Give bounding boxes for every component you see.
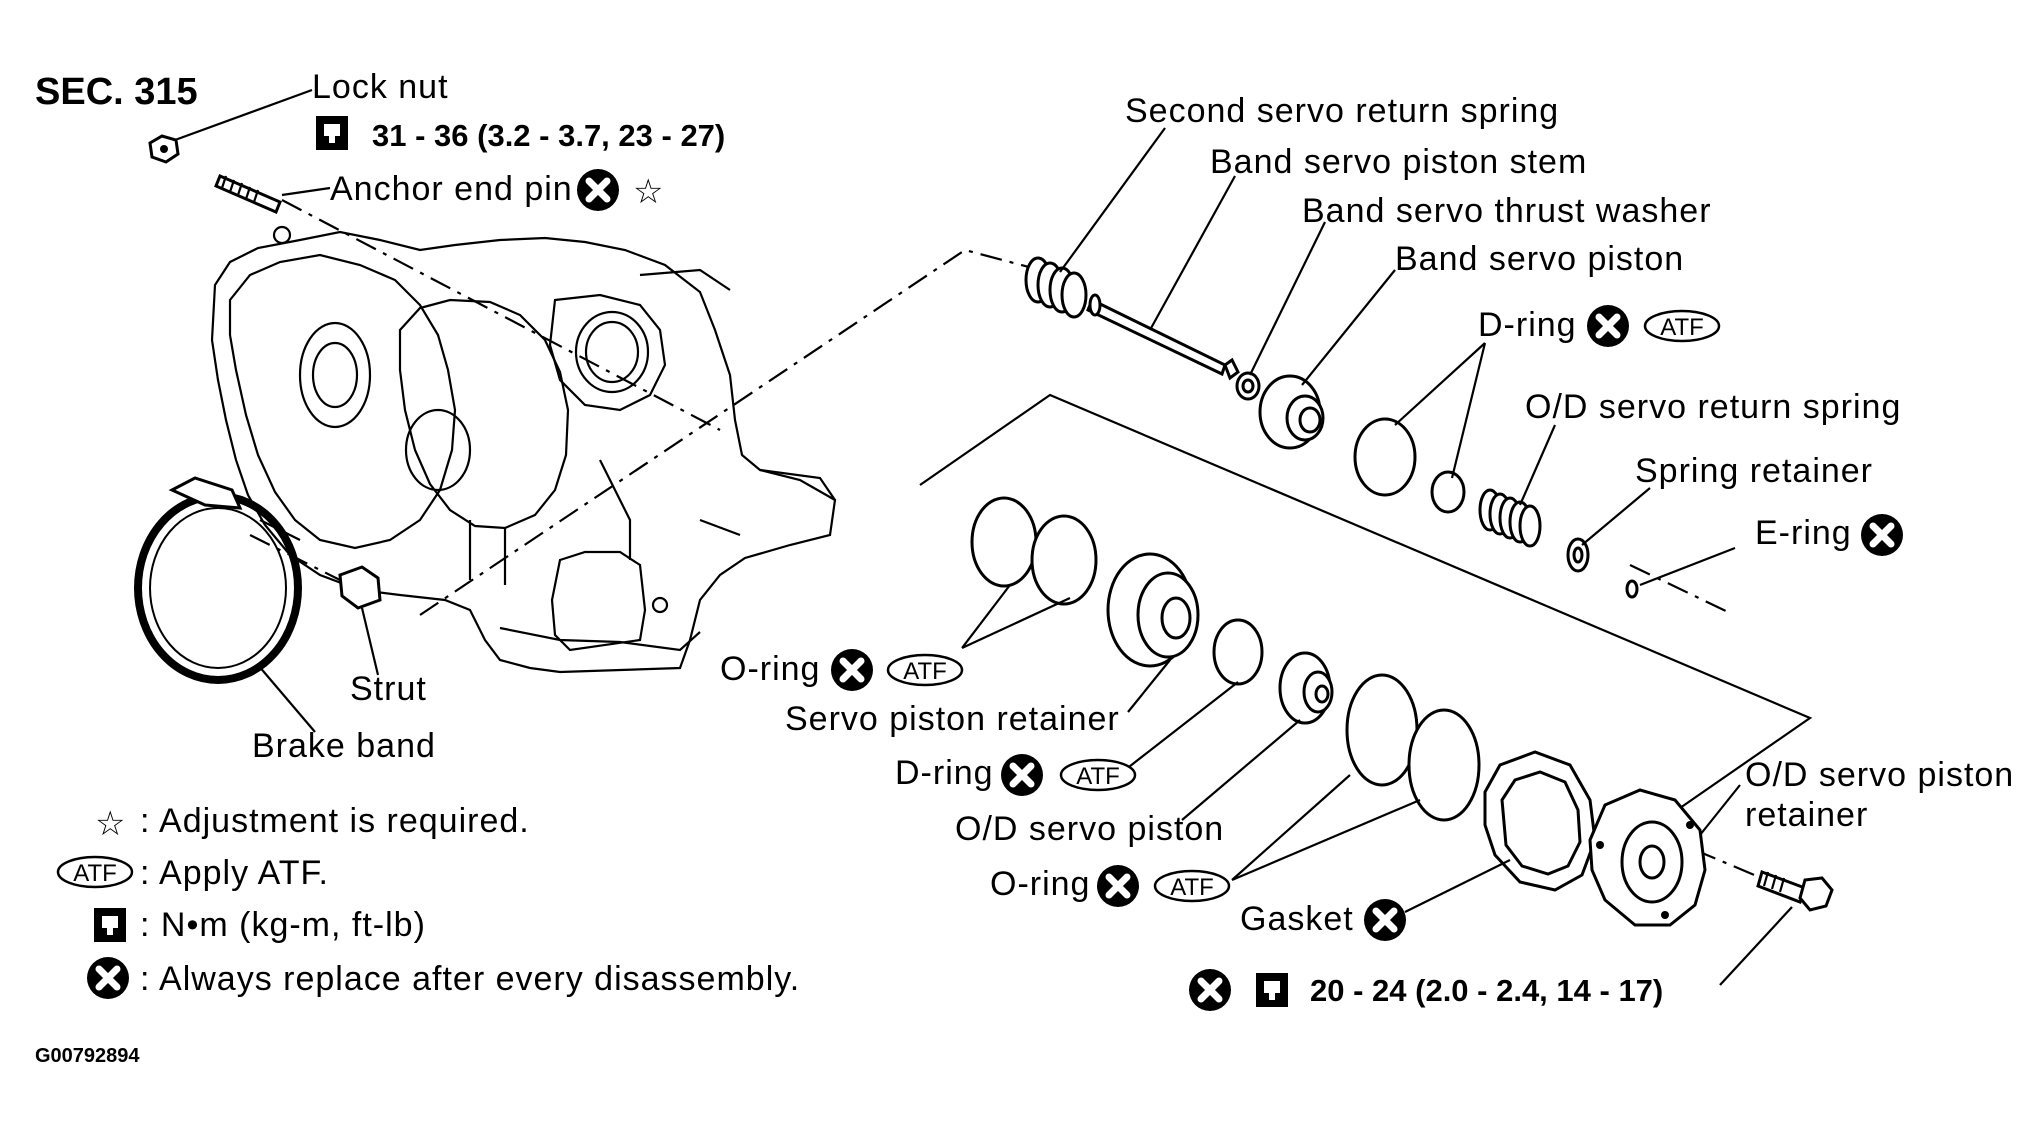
lock-nut-label: Lock nut <box>312 68 449 106</box>
o-ring-upper-label: O-ring <box>720 650 820 688</box>
legend-apply-atf: : Apply ATF. <box>140 854 329 892</box>
x-circle-icon <box>1097 865 1139 907</box>
section-number: SEC. 315 <box>35 71 198 113</box>
d-ring-lower-label: D-ring <box>895 754 994 792</box>
lock-nut-part <box>148 134 180 164</box>
band-servo-thrust-washer-label: Band servo thrust washer <box>1302 192 1712 230</box>
bolt-part <box>1756 870 1834 912</box>
d-ring-top-label: D-ring <box>1478 306 1577 344</box>
anchor-end-pin-part <box>214 174 282 214</box>
brake-band-part <box>134 476 302 684</box>
brake-band-label: Brake band <box>252 727 436 765</box>
gasket-label: Gasket <box>1240 900 1354 938</box>
od-servo-piston-part <box>1278 651 1334 725</box>
od-servo-return-spring-part <box>1478 488 1542 548</box>
x-circle-icon <box>831 649 873 691</box>
legend-replace: : Always replace after every disassembly… <box>140 960 800 998</box>
atf-badge-text: ATF <box>1170 874 1214 901</box>
x-circle-icon <box>87 957 129 999</box>
lock-nut-torque-label: 31 - 36 (3.2 - 3.7, 23 - 27) <box>372 118 725 153</box>
spring-retainer-label: Spring retainer <box>1635 452 1873 490</box>
x-circle-icon <box>1364 899 1406 941</box>
d-ring-lower-part <box>1212 618 1264 686</box>
od-servo-return-spring-label: O/D servo return spring <box>1525 388 1901 426</box>
o-ring-lower-part <box>1345 673 1481 822</box>
legend: ☆ : Adjustment is required. ATF : Apply … <box>56 802 800 999</box>
torque-wrench-icon <box>316 116 348 150</box>
legend-torque-units: : N•m (kg-m, ft-lb) <box>140 906 426 944</box>
atf-badge-text: ATF <box>73 860 117 887</box>
atf-badge-text: ATF <box>1076 763 1120 790</box>
star-outline-icon: ☆ <box>633 173 664 211</box>
legend-adjustment: : Adjustment is required. <box>140 802 530 840</box>
servo-piston-retainer-part <box>1106 552 1200 668</box>
o-ring-lower-label: O-ring <box>990 865 1090 903</box>
atf-badge-text: ATF <box>1660 314 1704 341</box>
atf-badge-text: ATF <box>903 658 947 685</box>
leader-lines <box>174 88 1793 986</box>
spring-retainer-part <box>1566 537 1590 573</box>
e-ring-label: E-ring <box>1755 514 1852 552</box>
star-outline-icon: ☆ <box>95 805 126 843</box>
figure-code: G00792894 <box>35 1045 140 1067</box>
second-servo-return-spring-part <box>1024 256 1088 319</box>
e-ring-part <box>1625 579 1639 599</box>
x-circle-icon <box>577 169 619 211</box>
od-servo-piston-retainer-label-line2: retainer <box>1745 796 1868 834</box>
gasket-part <box>1483 750 1597 892</box>
od-servo-piston-label: O/D servo piston <box>955 810 1224 848</box>
strut-part <box>338 565 382 610</box>
od-servo-piston-retainer-part <box>1588 788 1707 927</box>
x-circle-icon <box>1001 754 1043 796</box>
band-servo-piston-stem-part <box>1086 293 1240 381</box>
band-servo-thrust-washer-part <box>1235 371 1261 401</box>
torque-wrench-icon <box>94 908 126 942</box>
second-servo-return-spring-label: Second servo return spring <box>1125 92 1559 130</box>
servo-piston-retainer-label: Servo piston retainer <box>785 700 1120 738</box>
x-circle-icon <box>1861 514 1903 556</box>
strut-label: Strut <box>350 670 427 708</box>
band-servo-piston-part <box>1258 374 1325 450</box>
band-servo-piston-stem-label: Band servo piston stem <box>1210 143 1587 181</box>
x-circle-icon <box>1189 969 1231 1011</box>
o-ring-upper-part <box>970 496 1098 606</box>
d-ring-top-part <box>1353 417 1466 514</box>
band-servo-piston-label: Band servo piston <box>1395 240 1684 278</box>
anchor-end-pin-label: Anchor end pin <box>330 170 573 208</box>
torque-wrench-icon <box>1256 973 1288 1007</box>
transmission-case <box>210 225 837 674</box>
od-servo-piston-retainer-label-line1: O/D servo piston <box>1745 756 2014 794</box>
bolt-torque-label: 20 - 24 (2.0 - 2.4, 14 - 17) <box>1310 973 1663 1008</box>
x-circle-icon <box>1587 305 1629 347</box>
